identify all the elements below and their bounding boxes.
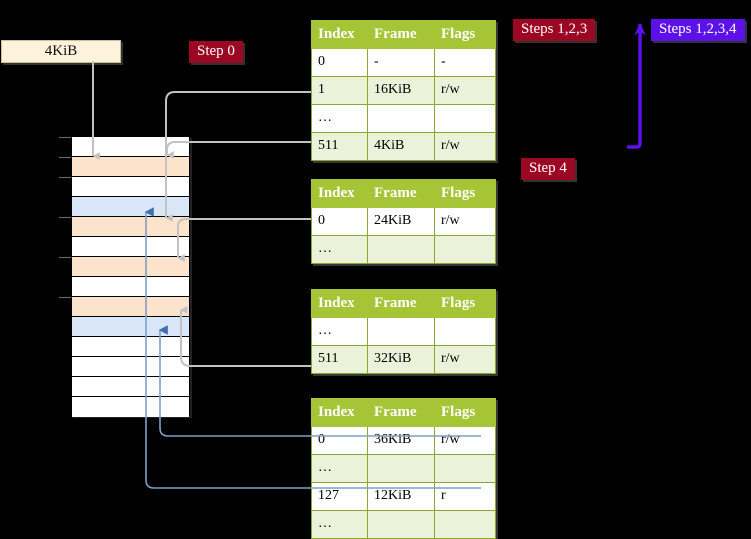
table-cell [434, 317, 496, 346]
table-cell: … [311, 317, 368, 346]
column-header: Flags [434, 20, 496, 49]
badge-steps-1-2-3: Steps 1,2,3 [513, 19, 596, 41]
table-cell: 16KiB [367, 76, 435, 105]
column-header: Flags [434, 179, 496, 208]
connector-steps-bracket [627, 23, 646, 149]
memory-frame-row [72, 177, 189, 197]
memory-tick [59, 257, 71, 258]
memory-frame-row [72, 217, 189, 237]
physical-memory-column [71, 136, 190, 417]
table-cell: … [311, 454, 368, 483]
table-cell: … [311, 104, 368, 133]
table-cell: 127 [311, 482, 368, 511]
column-header: Frame [367, 20, 435, 49]
table-row: … [311, 317, 496, 346]
table-cell: 0 [311, 426, 368, 455]
table-cell: r/w [434, 426, 496, 455]
table-cell: 36KiB [367, 426, 435, 455]
table-row: … [311, 454, 496, 483]
diagram-canvas: 4KiB Step 0 Steps 1,2,3 Steps 1,2,3,4 St… [1, 19, 745, 539]
table-cell: r/w [434, 207, 496, 236]
table-row: … [311, 104, 496, 133]
memory-frame-row [72, 137, 189, 157]
column-header: Frame [367, 398, 435, 427]
memory-frame-row [72, 377, 189, 397]
table-cell [367, 235, 435, 264]
memory-frame-row [72, 257, 189, 277]
table-cell [367, 510, 435, 539]
memory-frame-row [72, 297, 189, 317]
table-cell: 24KiB [367, 207, 435, 236]
table-cell: r/w [434, 345, 496, 374]
table-cell: r [434, 482, 496, 511]
memory-tick [59, 217, 71, 218]
table-cell [434, 235, 496, 264]
column-header: Index [311, 20, 368, 49]
connector-t2-row0 [177, 218, 311, 262]
connector-t3-row511 [179, 306, 311, 367]
table-cell: r/w [434, 76, 496, 105]
memory-frame-row [72, 157, 189, 177]
column-header: Flags [434, 289, 496, 318]
memory-frame-row [72, 317, 189, 337]
memory-frame-row [72, 337, 189, 357]
table-cell [367, 317, 435, 346]
memory-tick [59, 137, 71, 138]
column-header: Index [311, 179, 368, 208]
memory-frame-row [72, 197, 189, 217]
memory-size-box: 4KiB [1, 40, 121, 63]
table-cell: r/w [434, 132, 496, 161]
table-cell: 12KiB [367, 482, 435, 511]
table-cell [434, 454, 496, 483]
table-cell: 511 [311, 345, 368, 374]
memory-frame-row [72, 277, 189, 297]
table-cell: - [434, 48, 496, 77]
memory-frame-row [72, 237, 189, 257]
table-cell: … [311, 235, 368, 264]
memory-tick [59, 177, 71, 178]
memory-frame-row [72, 397, 189, 417]
memory-frame-row [72, 357, 189, 377]
table-cell [434, 510, 496, 539]
table-cell [367, 454, 435, 483]
column-header: Flags [434, 398, 496, 427]
table-row: … [311, 510, 496, 539]
table-cell: 4KiB [367, 132, 435, 161]
table-cell [367, 104, 435, 133]
table-cell: 0 [311, 48, 368, 77]
badge-step-4: Step 4 [521, 158, 575, 180]
column-header: Index [311, 289, 368, 318]
column-header: Frame [367, 289, 435, 318]
table-row: 0-- [311, 48, 496, 77]
table-cell: 1 [311, 76, 368, 105]
table-row: … [311, 235, 496, 264]
memory-tick [59, 297, 71, 298]
badge-steps-1-2-3-4: Steps 1,2,3,4 [651, 19, 745, 41]
table-cell: … [311, 510, 368, 539]
table-cell [434, 104, 496, 133]
memory-tick [59, 157, 71, 158]
column-header: Frame [367, 179, 435, 208]
table-cell: 0 [311, 207, 368, 236]
table-cell: 32KiB [367, 345, 435, 374]
badge-step-0: Step 0 [189, 41, 243, 63]
column-header: Index [311, 398, 368, 427]
table-cell: 511 [311, 132, 368, 161]
table-cell: - [367, 48, 435, 77]
